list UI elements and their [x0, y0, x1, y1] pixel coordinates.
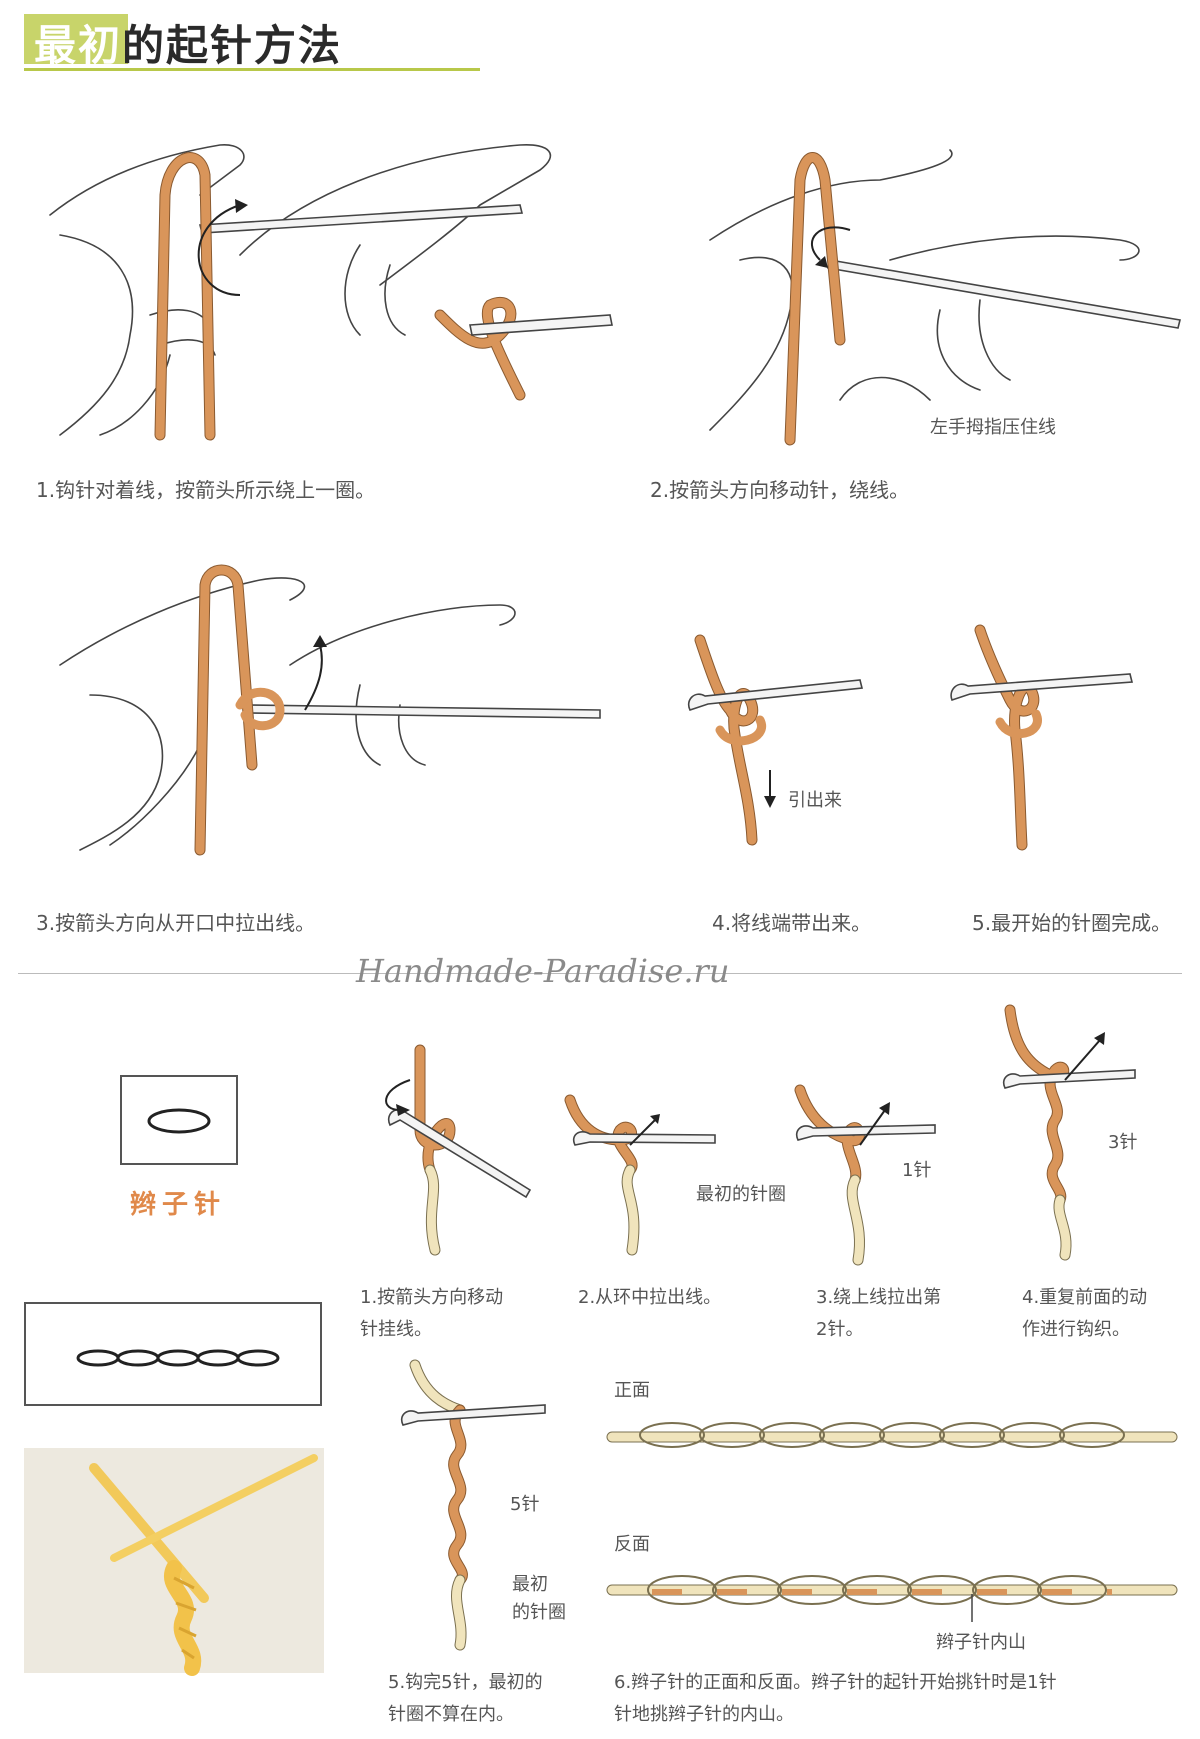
step4-caption: 4.将线端带出来。 — [712, 911, 872, 935]
chain-step1-illustration — [385, 1044, 532, 1256]
chain-step2-illustration — [564, 1094, 716, 1256]
step5-caption: 5.最开始的针圈完成。 — [972, 911, 1172, 935]
title-lead: 最初 — [34, 21, 123, 70]
chain-step5-caption-l1: 5.钩完5针，最初的 — [388, 1672, 543, 1693]
front-label: 正面 — [614, 1380, 650, 1401]
chain-row-symbol-box — [24, 1302, 322, 1406]
chain-step4-note: 3针 — [1108, 1132, 1138, 1153]
chain-step3-caption-l1: 3.绕上线拉出第 — [816, 1287, 942, 1308]
chain-step3-caption-l2: 2针。 — [816, 1319, 864, 1340]
chain-step2-note: 最初的针圈 — [696, 1184, 786, 1205]
step4-illustration — [687, 634, 863, 846]
section-divider — [18, 973, 1182, 974]
chain-step4-caption-l1: 4.重复前面的动 — [1022, 1287, 1148, 1308]
step3-caption: 3.按箭头方向从开口中拉出线。 — [36, 911, 316, 935]
title-rest: 的起针方法 — [122, 21, 343, 70]
chain-stitch-symbol-icon — [147, 1108, 211, 1134]
chain-step5-note-first-l1: 最初 — [512, 1574, 548, 1595]
step2-illustration — [709, 149, 1181, 446]
step2-caption: 2.按箭头方向移动针，绕线。 — [650, 478, 910, 502]
step3-illustration — [59, 564, 601, 856]
chain-step1-caption-l2: 针挂线。 — [360, 1319, 432, 1340]
step2-note: 左手拇指压住线 — [930, 417, 1056, 438]
chain-step5-caption-l2: 针圈不算在内。 — [388, 1704, 514, 1725]
chain-row-symbol-icon — [76, 1349, 280, 1367]
step1-caption: 1.钩针对着线，按箭头所示绕上一圈。 — [36, 478, 376, 502]
chain-step5-note-count: 5针 — [510, 1494, 540, 1515]
chain-step6-caption-l1: 6.辫子针的正面和反面。辫子针的起针开始挑针时是1针 — [614, 1672, 1057, 1693]
page-title: 最初的起针方法 — [34, 12, 342, 73]
step1-illustration — [49, 144, 613, 441]
chain-step5-illustration — [400, 1359, 546, 1651]
chain-step6-caption-l2: 针地挑辫子针的内山。 — [614, 1704, 794, 1725]
chain-front-illustration — [606, 1422, 1178, 1448]
title-highlight — [24, 14, 128, 64]
chain-step3-illustration — [794, 1084, 936, 1266]
chain-step1-caption-l1: 1.按箭头方向移动 — [360, 1287, 504, 1308]
chain-step2-caption: 2.从环中拉出线。 — [578, 1287, 722, 1308]
inner-ridge-label: 辫子针内山 — [936, 1632, 1026, 1653]
watermark: Handmade-Paradise.ru — [356, 952, 730, 990]
step4-note: 引出来 — [788, 790, 842, 811]
chain-step3-note: 1针 — [902, 1160, 932, 1181]
chain-step4-caption-l2: 作进行钩织。 — [1022, 1319, 1130, 1340]
title-bar: 最初的起针方法 — [24, 10, 480, 71]
chain-stitch-label: 辫子针 — [130, 1190, 227, 1220]
step5-illustration — [950, 624, 1134, 851]
chain-back-illustration — [606, 1575, 1178, 1622]
back-label: 反面 — [614, 1534, 650, 1555]
chain-symbol-box — [120, 1075, 238, 1165]
chain-step4-illustration — [1002, 1004, 1136, 1261]
crochet-photo — [24, 1448, 324, 1676]
chain-step5-note-first-l2: 的针圈 — [512, 1602, 566, 1623]
